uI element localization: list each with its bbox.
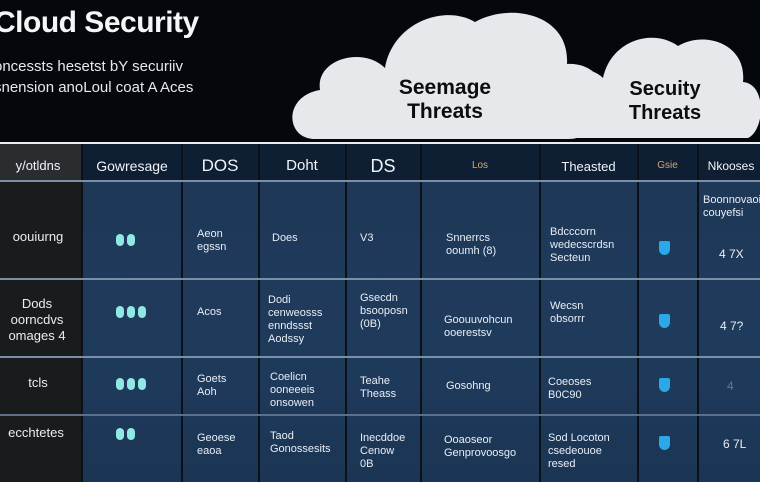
threat-table: y/otldns Gowresage DOS Doht DS Los Theas…	[0, 142, 760, 482]
cloud-icon	[535, 37, 760, 138]
subtitle-line: snension anoLoul coat A Aces	[0, 79, 194, 96]
header-label-cell	[0, 144, 82, 180]
status-indicator	[116, 428, 138, 444]
status-indicator	[116, 306, 149, 322]
table-cell: Does	[272, 232, 298, 244]
status-indicator	[116, 234, 138, 250]
cloud-label-line: Secuity	[629, 78, 701, 100]
table-cell: Acos	[197, 306, 222, 318]
column-header: y/otldns	[15, 158, 61, 173]
column-header: Nkooses	[707, 159, 755, 173]
row-label: ecchtetes	[8, 425, 64, 440]
cloud-label: Secuity Threats	[605, 77, 725, 125]
cloud-icon	[292, 12, 605, 140]
column-header: Doht	[286, 157, 318, 174]
page-title: Cloud Security	[0, 6, 199, 39]
column-header: DOS	[201, 156, 239, 175]
cloud-label-line: Seemage	[398, 76, 492, 99]
table-cell: V3	[360, 232, 374, 244]
subtitle: oncessts hesetst bY securiiv snension an…	[0, 56, 193, 98]
subtitle-line: oncessts hesetst bY securiiv	[0, 58, 183, 75]
shield-icon	[659, 314, 670, 328]
table-cell: 4 7?	[720, 319, 744, 333]
shield-icon	[659, 436, 670, 450]
column-header: Los	[471, 160, 489, 171]
cloud-label-line: Threats	[628, 102, 702, 124]
row-label: oouiurng	[12, 229, 64, 244]
column-header: Theasted	[561, 159, 616, 174]
column-header: DS	[370, 156, 396, 176]
status-indicator	[116, 378, 149, 394]
column-header: Gsie	[657, 160, 678, 171]
table-cell: Gosohng	[446, 380, 491, 392]
shield-icon	[659, 241, 670, 255]
header-row	[0, 144, 760, 180]
shield-icon	[659, 378, 670, 392]
cloud-label: Seemage Threats	[375, 76, 515, 124]
cloud-label-line: Threats	[407, 100, 483, 123]
table-cell: 6 7L	[723, 437, 747, 451]
column-header: Gowresage	[96, 158, 168, 174]
row-label: tcls	[28, 375, 48, 390]
row-label-column	[0, 144, 82, 482]
table-cell: 4	[727, 379, 734, 393]
